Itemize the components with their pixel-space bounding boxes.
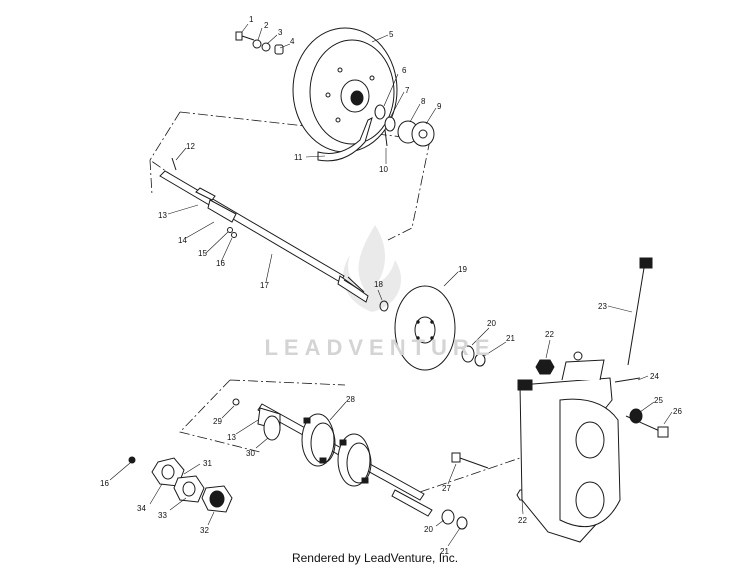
bearing-20-upper-icon (461, 345, 475, 363)
callout-12: 12 (186, 142, 195, 151)
bolt-26-icon (625, 415, 669, 438)
callout-32: 32 (200, 526, 209, 535)
callout-20-upper: 20 (487, 319, 496, 328)
bolt-1-icon (235, 31, 255, 41)
lower-assembly-outline (179, 379, 521, 493)
callout-22-lower: 22 (518, 516, 527, 525)
callout-21-upper: 21 (506, 334, 515, 343)
callout-10: 10 (379, 165, 388, 174)
seal-21-lower-icon (456, 516, 468, 530)
key-12-icon (171, 157, 177, 171)
callout-22-upper: 22 (545, 330, 554, 339)
seal-21-upper-icon (474, 353, 486, 367)
pin-24-icon (614, 377, 641, 383)
drive-shaft-28-icon (257, 403, 433, 517)
flange-33-icon (173, 475, 205, 503)
pulley-5-icon (292, 27, 398, 153)
callout-25: 25 (654, 396, 663, 405)
nut-16-lower-icon (128, 456, 136, 464)
seal-7-icon (384, 116, 396, 132)
callout-24: 24 (650, 372, 659, 381)
bearing-20-lower-icon (441, 509, 455, 525)
callout-13-lower: 13 (227, 433, 236, 442)
callout-17: 17 (260, 281, 269, 290)
callout-7: 7 (405, 86, 410, 95)
callout-29: 29 (213, 417, 222, 426)
footer-credit: Rendered by LeadVenture, Inc. (291, 551, 459, 565)
nut-22-upper-icon (535, 359, 555, 375)
bearing-6-icon (374, 104, 386, 120)
chain-11-icon (317, 117, 373, 162)
callout-1: 1 (249, 15, 254, 24)
flange-plate-9-icon (411, 121, 435, 147)
callout-23: 23 (598, 302, 607, 311)
callout-19: 19 (458, 265, 467, 274)
callout-33: 33 (158, 511, 167, 520)
callout-18: 18 (374, 280, 383, 289)
dipstick-23-icon (627, 257, 653, 366)
callout-28: 28 (346, 395, 355, 404)
callout-8: 8 (421, 97, 426, 106)
callout-30: 30 (246, 449, 255, 458)
callout-21-lower: 21 (440, 547, 449, 556)
callout-34: 34 (137, 504, 146, 513)
washer-3-icon (261, 42, 271, 52)
callout-16-upper: 16 (216, 259, 225, 268)
callout-6: 6 (402, 66, 407, 75)
spacer-4-icon (274, 44, 284, 55)
callout-3: 3 (278, 28, 283, 37)
bolt-10-icon (384, 129, 388, 147)
bearing-13-upper-icon (195, 187, 237, 223)
callout-31: 31 (203, 459, 212, 468)
brake-disc-19-icon (394, 285, 456, 371)
callout-27: 27 (442, 484, 451, 493)
callout-16-lower: 16 (100, 479, 109, 488)
nut-16-upper-icon (231, 232, 237, 238)
callout-20-lower: 20 (424, 525, 433, 534)
watermark-text: LEADVENTURE (264, 335, 496, 360)
flange-32-icon (201, 485, 233, 513)
upper-assembly-outline (149, 111, 431, 241)
callout-5: 5 (389, 30, 394, 39)
bearing-30-icon (263, 415, 281, 441)
callout-labels: 1 2 3 4 5 6 7 8 9 10 11 12 13 14 15 16 1… (100, 15, 682, 556)
shaft-17-icon (159, 170, 369, 303)
callout-2: 2 (264, 21, 269, 30)
washer-2-icon (252, 39, 262, 49)
callout-13-upper: 13 (158, 211, 167, 220)
callout-15: 15 (198, 249, 207, 258)
chaincase-housing-icon (517, 351, 621, 543)
snap-ring-18-icon (379, 300, 389, 312)
bolt-27-icon (451, 452, 489, 469)
nut-29-icon (232, 398, 240, 406)
callout-9: 9 (437, 102, 442, 111)
callout-26: 26 (673, 407, 682, 416)
leader-lines (109, 23, 673, 547)
callout-11: 11 (294, 153, 303, 162)
bolt-15-icon (227, 227, 233, 233)
callout-14: 14 (178, 236, 187, 245)
callout-4: 4 (290, 37, 295, 46)
